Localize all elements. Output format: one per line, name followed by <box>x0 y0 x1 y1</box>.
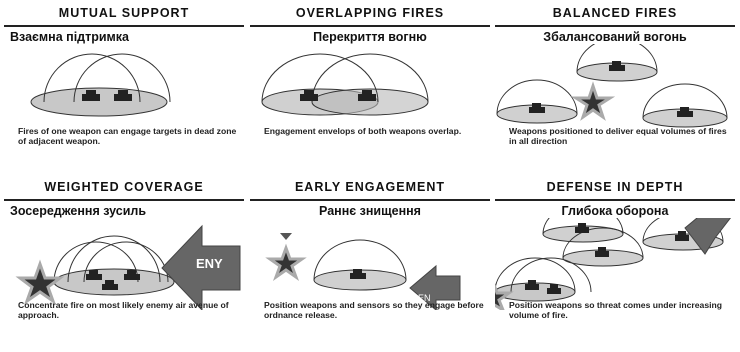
dome <box>311 53 429 103</box>
launcher-icon <box>124 270 140 280</box>
panel-subtitle: Раннє знищення <box>319 204 421 218</box>
panel-subtitle: Збалансований вогонь <box>543 30 687 44</box>
dome <box>261 53 379 103</box>
launcher-icon <box>102 280 118 290</box>
threat-star-icon <box>570 81 616 121</box>
launcher-icon <box>529 103 545 113</box>
panel-caption: Engagement envelops of both weapons over… <box>264 126 462 136</box>
panel-mutual-support: MUTUAL SUPPORT Взаємна підтримка Fires o… <box>4 4 244 176</box>
dome <box>43 53 141 103</box>
launcher-icon <box>547 284 561 294</box>
divider <box>250 25 490 27</box>
dome <box>642 83 728 119</box>
dome <box>576 44 658 73</box>
threat-star-icon <box>265 243 307 281</box>
panel-caption: Fires of one weapon can engage targets i… <box>18 126 237 146</box>
enemy-arrow-icon <box>684 218 732 255</box>
launcher-icon <box>114 90 132 101</box>
dome <box>83 241 169 283</box>
launcher-icon <box>86 270 102 280</box>
panel-early-engagement: EARLY ENGAGEMENT Раннє знищення EN Posit… <box>250 178 490 350</box>
dome <box>495 257 576 293</box>
dome <box>67 235 161 283</box>
mutual-support-diagram <box>30 53 171 117</box>
launcher-icon <box>350 269 366 279</box>
enemy-arrow-label: EN <box>418 293 431 303</box>
launcher-icon <box>609 61 625 71</box>
dome <box>496 79 578 115</box>
dome <box>562 227 644 259</box>
enemy-arrow-icon <box>409 264 461 310</box>
dome <box>510 257 592 293</box>
launcher-icon <box>525 280 539 290</box>
divider <box>4 25 244 27</box>
dome <box>73 53 171 103</box>
divider <box>495 25 735 27</box>
dome <box>313 239 407 281</box>
launcher-icon <box>82 90 100 101</box>
enemy-arrow-label: ENY <box>196 256 223 271</box>
threat-star-icon <box>495 283 514 310</box>
launcher-icon <box>358 90 376 101</box>
panel-title: EARLY ENGAGEMENT <box>294 180 446 194</box>
balanced-fires-diagram <box>496 44 728 128</box>
enemy-arrow-label: EN Y <box>679 212 693 234</box>
panel-overlapping-fires: OVERLAPPING FIRES Перекриття вогню Engag… <box>250 4 490 176</box>
early-engagement-diagram <box>265 233 461 310</box>
launcher-icon <box>677 107 693 117</box>
panel-subtitle: Глибока оборона <box>561 204 669 218</box>
panel-subtitle: Перекриття вогню <box>313 30 427 44</box>
panel-weighted-coverage: WEIGHTED COVERAGE Зосередження зусиль EN… <box>4 178 244 350</box>
launcher-icon <box>575 223 589 233</box>
divider <box>4 199 244 201</box>
defense-in-depth-diagram <box>495 218 732 310</box>
panel-title: MUTUAL SUPPORT <box>58 6 190 20</box>
divider <box>250 199 490 201</box>
panel-subtitle: Взаємна підтримка <box>10 30 130 44</box>
dome <box>542 218 624 235</box>
panel-caption: Position weapons so threat comes under i… <box>509 300 722 320</box>
divider <box>495 199 735 201</box>
panel-caption: Weapons positioned to deliver equal volu… <box>509 126 727 146</box>
panel-title: DEFENSE IN DEPTH <box>546 180 684 194</box>
panel-title: BALANCED FIRES <box>552 6 678 20</box>
enemy-arrow-icon <box>161 224 241 310</box>
panel-defense-in-depth: DEFENSE IN DEPTH Глибока оборона EN Y Po… <box>495 178 735 350</box>
threat-star-icon <box>15 259 65 305</box>
coverage-zone <box>30 87 168 117</box>
panel-title: WEIGHTED COVERAGE <box>44 180 204 194</box>
panel-caption: Concentrate fire on most likely enemy ai… <box>18 300 229 320</box>
launcher-icon <box>300 90 318 101</box>
weighted-coverage-diagram <box>15 224 241 310</box>
launcher-icon <box>675 231 689 241</box>
panel-subtitle: Зосередження зусиль <box>10 204 147 218</box>
dome <box>53 241 139 283</box>
overlapping-fires-diagram <box>261 53 429 116</box>
panel-balanced-fires: BALANCED FIRES Збалансований вогонь Weap… <box>495 4 735 176</box>
panel-title: OVERLAPPING FIRES <box>295 6 445 20</box>
radar-icon <box>280 233 292 240</box>
launcher-icon <box>595 247 609 257</box>
panel-caption: Position weapons and sensors so they eng… <box>264 300 484 320</box>
